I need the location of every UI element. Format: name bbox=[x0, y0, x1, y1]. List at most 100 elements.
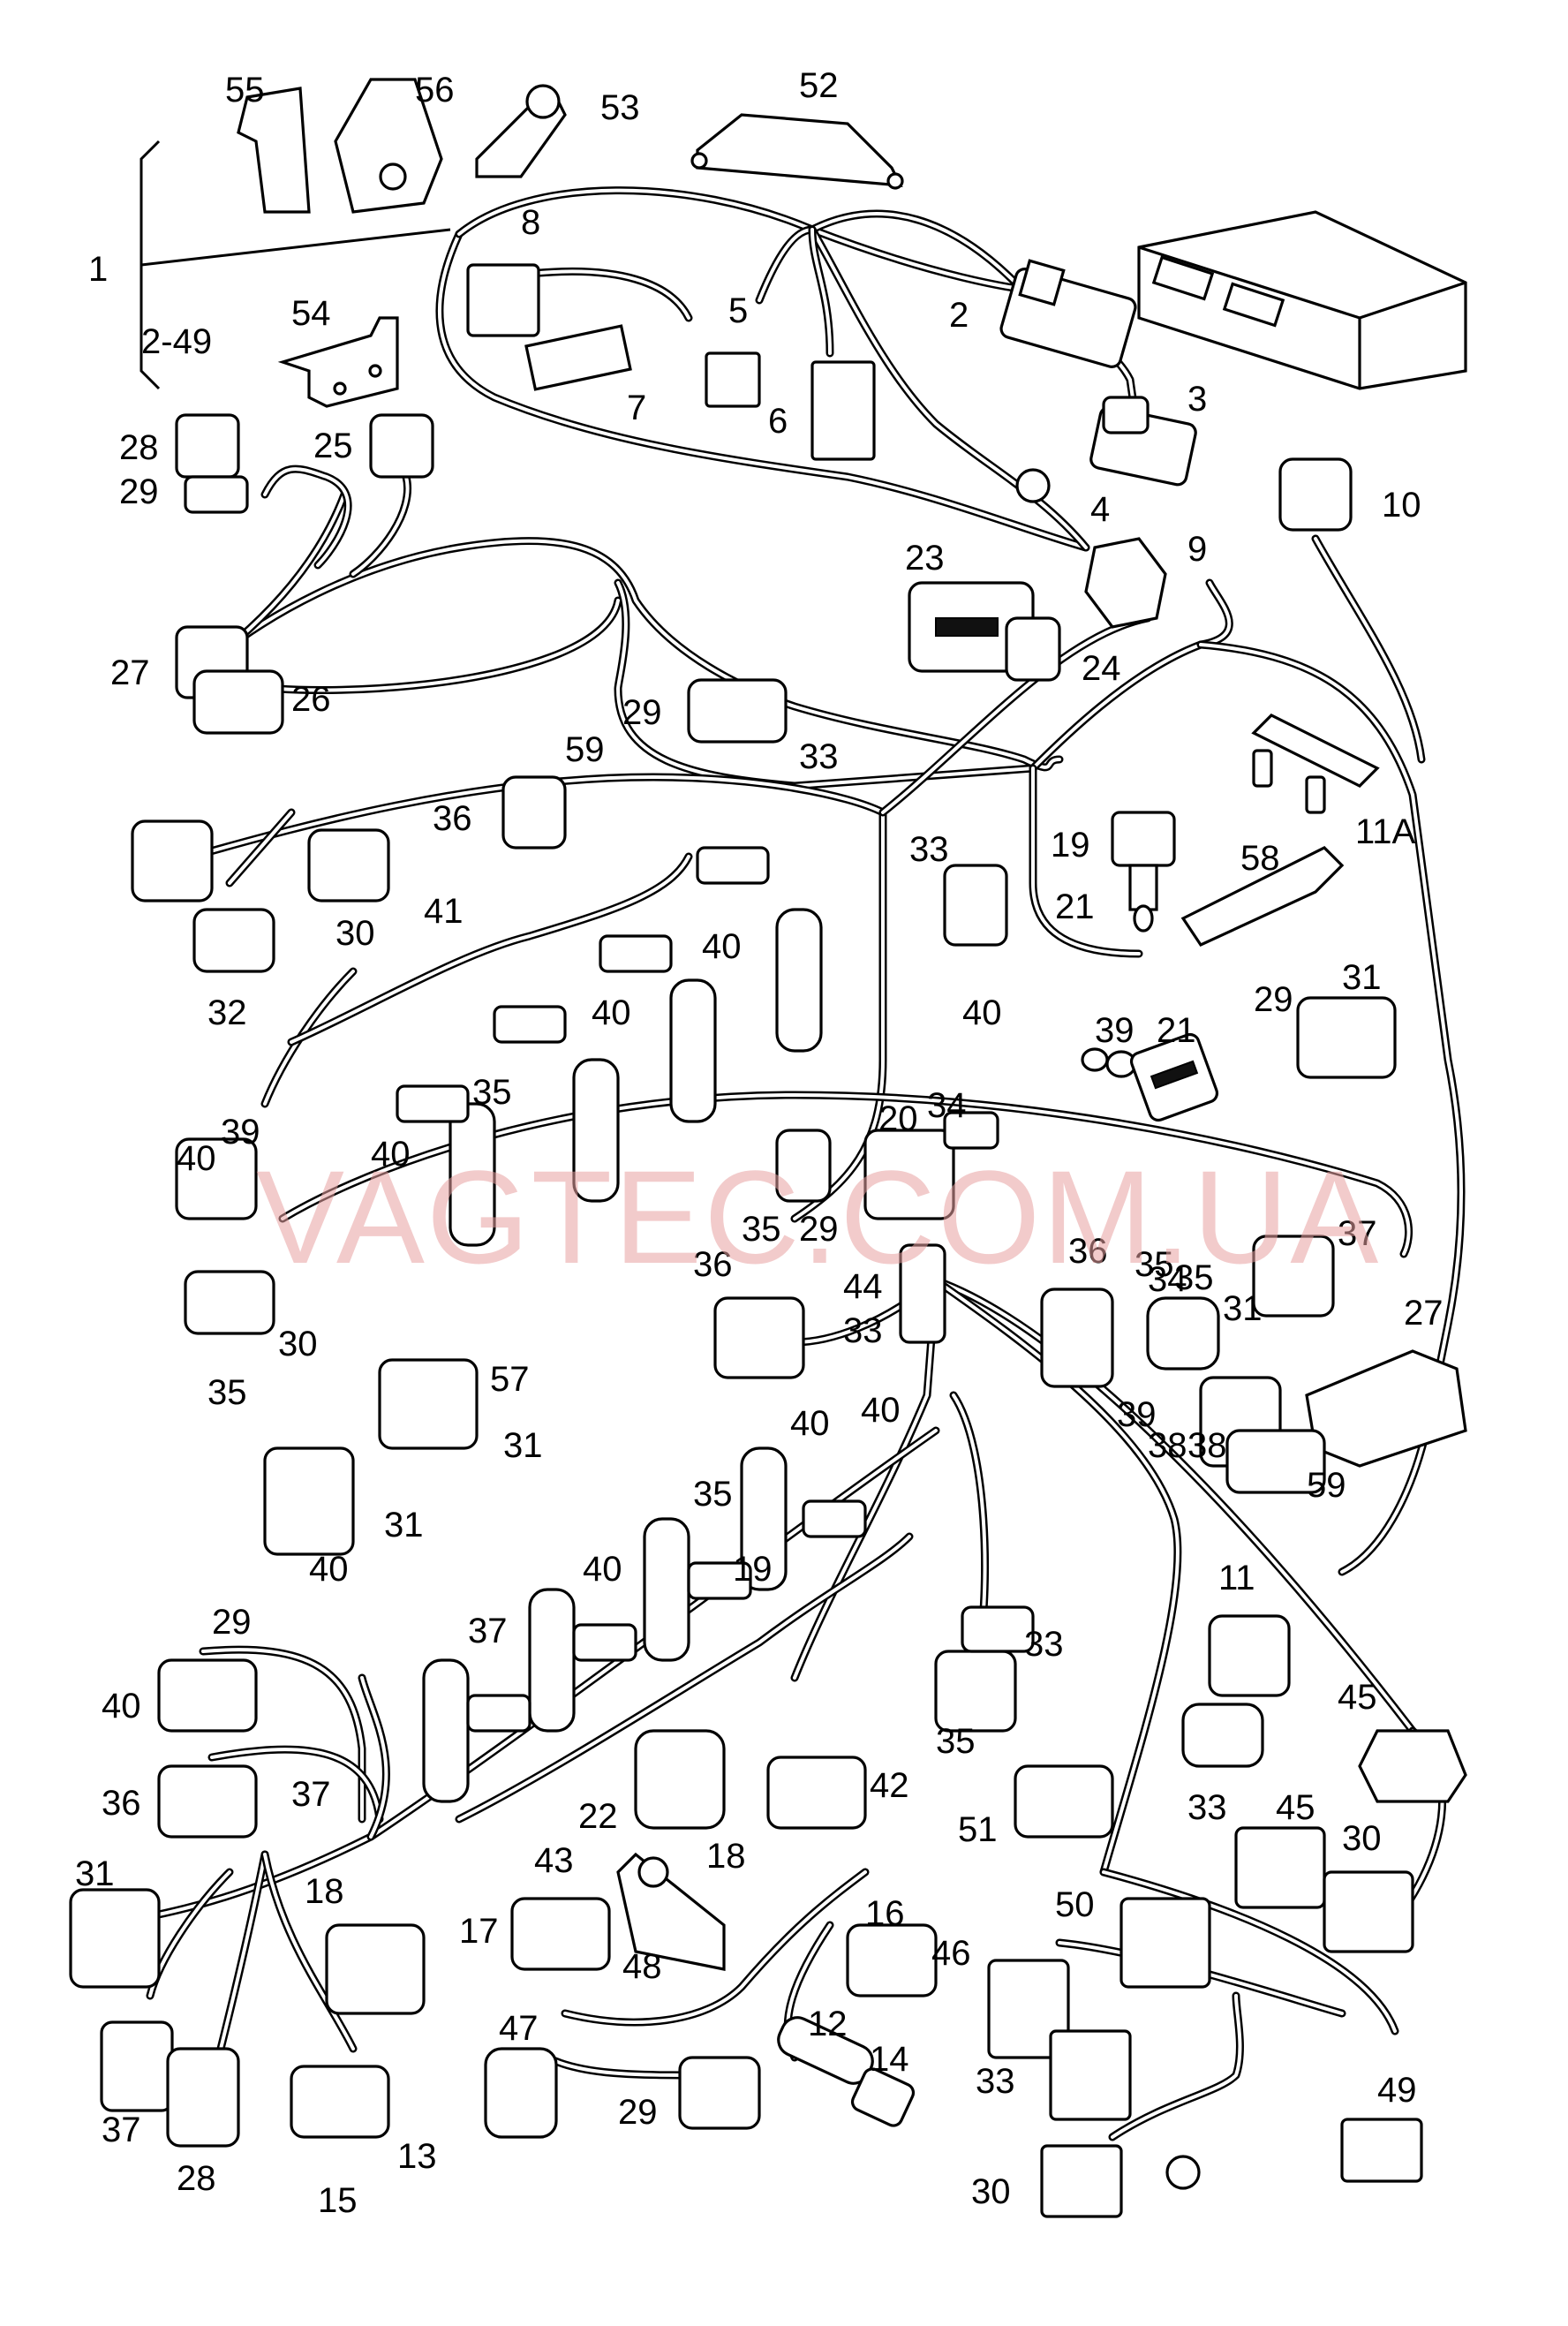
callout: 39 bbox=[221, 1113, 260, 1152]
callout: 46 bbox=[931, 1934, 971, 1973]
callout: 20 bbox=[878, 1099, 918, 1138]
connector-30a-icon bbox=[307, 828, 390, 902]
callout: 42 bbox=[870, 1766, 909, 1805]
connector-37c-icon bbox=[157, 1764, 258, 1839]
callout: 18 bbox=[706, 1837, 746, 1876]
ignition-coil-icon bbox=[449, 908, 823, 1247]
callout: 28 bbox=[119, 428, 159, 467]
bracket-50-icon bbox=[616, 1852, 726, 1971]
callout: 19 bbox=[1051, 826, 1090, 865]
callout: 54 bbox=[291, 294, 331, 333]
callout: 25 bbox=[313, 427, 353, 465]
callout: 56 bbox=[415, 71, 455, 110]
corrugated-tubes bbox=[287, 852, 914, 1824]
connector-39b-icon bbox=[175, 1137, 258, 1220]
callout: 23 bbox=[905, 539, 945, 578]
callout: 37 bbox=[468, 1612, 508, 1650]
connector-39c-icon bbox=[263, 1446, 355, 1556]
callout: 29 bbox=[212, 1603, 252, 1642]
connector-28b-icon bbox=[290, 2065, 390, 2139]
bracket-52-icon bbox=[690, 113, 904, 190]
callout: 36 bbox=[693, 1245, 733, 1284]
callout: 49 bbox=[1377, 2071, 1417, 2110]
ignition-coil-lower-icon bbox=[422, 1446, 788, 1803]
bracket-54-icon bbox=[277, 316, 399, 408]
callout: 44 bbox=[843, 1267, 883, 1306]
callout: 19 bbox=[733, 1550, 773, 1589]
coil-plug-40-icon bbox=[396, 846, 770, 1123]
connector-35b-icon bbox=[775, 1129, 832, 1203]
callout: 21 bbox=[1055, 887, 1095, 926]
callout: 43 bbox=[534, 1841, 574, 1880]
connector-14-icon bbox=[1049, 2029, 1132, 2121]
callout: 28 bbox=[177, 2159, 216, 2198]
callout: 34 bbox=[1148, 1260, 1187, 1299]
callout: 59 bbox=[1307, 1466, 1346, 1505]
callout: 40 bbox=[702, 927, 742, 966]
connector-38-icon bbox=[1225, 1429, 1326, 1494]
connector-33e-icon bbox=[934, 1650, 1017, 1733]
grommet-11-icon bbox=[1358, 1729, 1467, 1803]
connector-25-icon bbox=[369, 413, 434, 479]
connector-17-icon bbox=[1119, 1897, 1211, 1989]
callout: 38 bbox=[1148, 1426, 1187, 1465]
callout: 10 bbox=[1382, 486, 1421, 525]
connector-12-icon bbox=[1340, 2118, 1423, 2183]
callout: 31 bbox=[1342, 958, 1382, 997]
connector-37d-icon bbox=[166, 2047, 240, 2148]
callout: 29 bbox=[618, 2093, 658, 2132]
callout: 45 bbox=[1276, 1788, 1315, 1827]
connector-18a-icon bbox=[1234, 1826, 1326, 1909]
callout: 40 bbox=[583, 1550, 622, 1589]
callout: 33 bbox=[909, 830, 949, 869]
ground-terminal-4-icon bbox=[1015, 468, 1051, 503]
group-bracket: 1 2-49 bbox=[88, 140, 451, 390]
callout: 35 bbox=[936, 1722, 976, 1761]
callout: 37 bbox=[1338, 1214, 1377, 1253]
callout: 40 bbox=[962, 993, 1002, 1032]
callout: 11A bbox=[1355, 812, 1416, 851]
callout: 9 bbox=[1187, 530, 1207, 569]
connector-18b-icon bbox=[1323, 1870, 1414, 1953]
callout: 33 bbox=[799, 737, 839, 776]
bracket-11a-icon bbox=[1251, 714, 1380, 814]
callout: 37 bbox=[291, 1775, 331, 1814]
connector-7-icon bbox=[524, 324, 632, 391]
callout: 33 bbox=[1187, 1788, 1227, 1827]
connector-43-icon bbox=[1014, 1764, 1114, 1839]
connector-29c-icon bbox=[961, 1605, 1035, 1653]
connector-49-icon bbox=[100, 2020, 174, 2112]
callout: 12 bbox=[808, 2005, 848, 2043]
callout: 6 bbox=[768, 402, 788, 441]
callout: 35 bbox=[693, 1475, 733, 1514]
callout: 36 bbox=[102, 1784, 141, 1823]
connector-23-icon bbox=[908, 581, 1061, 682]
callout: 53 bbox=[600, 88, 640, 127]
sensor-48-icon bbox=[777, 2016, 916, 2127]
connector-30b-icon bbox=[1040, 1288, 1114, 1388]
callout: 33 bbox=[976, 2062, 1015, 2101]
sensor-21-icon bbox=[1081, 1047, 1137, 1078]
connector-20-icon bbox=[1129, 1032, 1219, 1122]
connector-components bbox=[69, 78, 1467, 2218]
sensor-44-icon bbox=[899, 1243, 946, 1344]
callout: 3 bbox=[1187, 380, 1207, 419]
callout: 30 bbox=[278, 1325, 318, 1363]
callout-numbers: 55 56 53 52 8 5 2 7 6 3 4 9 54 28 29 25 … bbox=[75, 66, 1444, 2220]
callout: 29 bbox=[799, 1210, 839, 1249]
callout: 36 bbox=[1068, 1232, 1108, 1271]
callout: 30 bbox=[971, 2172, 1011, 2211]
connector-33f-icon bbox=[678, 2056, 761, 2130]
callout: 35 bbox=[1174, 1258, 1214, 1297]
bracket-53-icon bbox=[475, 84, 567, 178]
bracket-56-icon bbox=[334, 78, 443, 214]
connector-13-icon bbox=[1040, 2144, 1123, 2218]
callout: 34 bbox=[927, 1086, 967, 1125]
connector-31c-icon bbox=[325, 1923, 426, 2015]
callout: 39 bbox=[1095, 1011, 1135, 1050]
connector-31a-icon bbox=[378, 1358, 479, 1450]
callout: 2 bbox=[949, 296, 969, 335]
connector-8-icon bbox=[466, 263, 540, 337]
callout: 35 bbox=[742, 1210, 781, 1249]
